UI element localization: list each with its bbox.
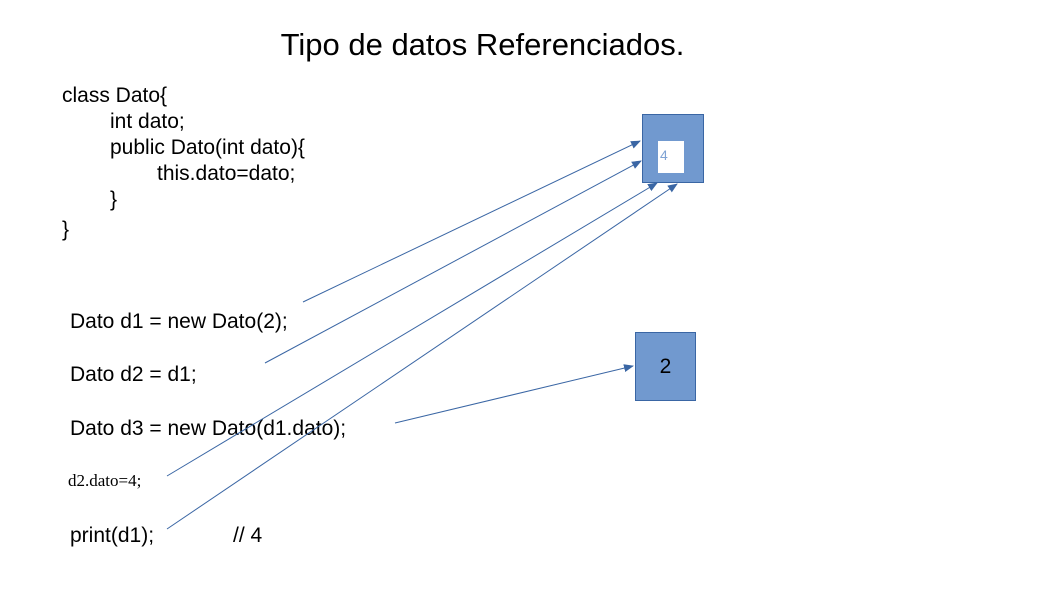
constructor-declaration-line: public Dato(int dato){ xyxy=(110,136,305,159)
constructor-body-line: this.dato=dato; xyxy=(157,162,296,185)
object-field-slot: 4 xyxy=(658,141,684,173)
class-close-brace: } xyxy=(62,218,70,241)
object-box-d3: 2 xyxy=(635,332,696,401)
object-box-shared: 4 xyxy=(642,114,704,183)
object-d3-value: 2 xyxy=(659,354,672,378)
arrow-d1-to-object xyxy=(302,140,641,303)
statement-print: print(d1); xyxy=(70,524,155,547)
statement-d2-set: d2.dato=4; xyxy=(68,471,142,490)
class-declaration-line: class Dato{ xyxy=(62,84,168,107)
print-output-comment: // 4 xyxy=(233,524,263,547)
page-title: Tipo de datos Referenciados. xyxy=(280,27,685,62)
arrow-d3-to-object xyxy=(394,364,634,424)
arrow-print-to-object xyxy=(166,183,678,530)
object-field-value: 4 xyxy=(660,147,668,163)
arrow-d2-to-object xyxy=(264,160,642,364)
constructor-close-brace: } xyxy=(110,188,118,211)
statement-d1-new: Dato d1 = new Dato(2); xyxy=(70,310,288,333)
arrow-d2-set-to-object xyxy=(166,182,658,477)
field-declaration-line: int dato; xyxy=(110,110,185,133)
statement-d2-assign: Dato d2 = d1; xyxy=(70,363,197,386)
statement-d3-new: Dato d3 = new Dato(d1.dato); xyxy=(70,417,347,440)
